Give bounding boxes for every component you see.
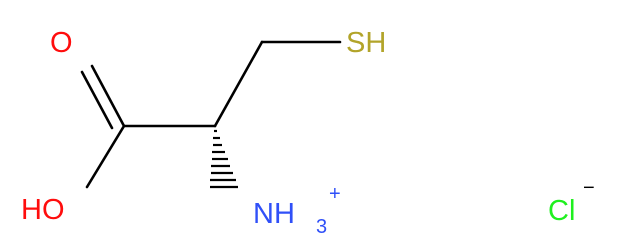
ammonium-nh-label: NH	[253, 198, 295, 230]
hashed-wedge-bond	[210, 129, 238, 189]
ammonium-subscript: 3	[316, 216, 327, 238]
thiol-label: SH	[346, 27, 386, 59]
ammonium-charge: +	[329, 183, 341, 205]
alpha-ch2-bond	[213, 40, 264, 128]
chloride-charge: −	[583, 177, 595, 199]
chloride-label: Cl	[548, 195, 575, 227]
oxygen-carbonyl-label: O	[50, 27, 73, 59]
carboxyl-oh-bond	[85, 124, 126, 189]
hydroxyl-label: HO	[21, 194, 65, 226]
bonds	[80, 40, 342, 189]
carbonyl-bond-1	[90, 64, 126, 128]
carbonyl-bond-2	[80, 70, 114, 130]
